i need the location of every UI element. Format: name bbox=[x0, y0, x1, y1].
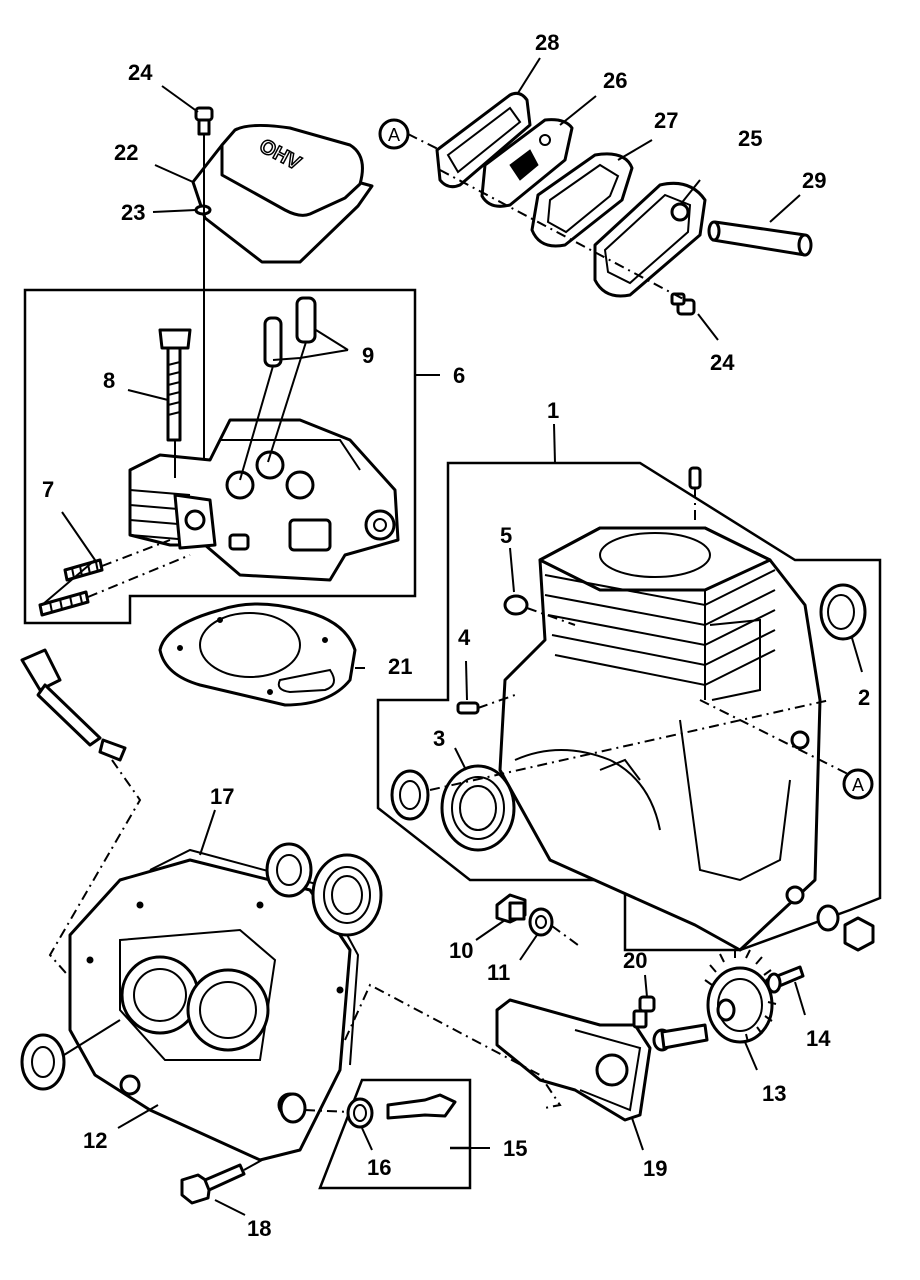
callout-5: 5 bbox=[500, 523, 512, 548]
breather-reed-26 bbox=[480, 118, 574, 208]
callout-24b: 24 bbox=[710, 350, 735, 375]
governor-axis bbox=[304, 1109, 351, 1113]
callout-10: 10 bbox=[449, 938, 473, 963]
callout-15: 15 bbox=[503, 1136, 527, 1161]
gear-13 bbox=[704, 949, 777, 1044]
oil-seal-3b bbox=[390, 769, 430, 821]
callout-16: 16 bbox=[367, 1155, 391, 1180]
oil-seal-left bbox=[20, 1033, 66, 1091]
callout-4: 4 bbox=[458, 625, 471, 650]
callout-2: 2 bbox=[858, 685, 870, 710]
dipstick-axis bbox=[48, 759, 142, 981]
breather-axis bbox=[439, 169, 686, 301]
bolt-20 bbox=[632, 995, 656, 1029]
stud-axis-2 bbox=[87, 554, 191, 598]
seal-left-axis bbox=[63, 1019, 121, 1056]
leader-lines bbox=[41, 57, 863, 1216]
callout-12: 12 bbox=[83, 1128, 107, 1153]
callout-8: 8 bbox=[103, 368, 115, 393]
gear-shaft bbox=[652, 1023, 709, 1052]
callout-18: 18 bbox=[247, 1216, 271, 1241]
cylinder-head bbox=[128, 418, 400, 582]
bolt-24-top bbox=[194, 106, 214, 136]
governor-sleeve bbox=[279, 1092, 307, 1124]
guide-axis-1 bbox=[239, 365, 274, 481]
callouts: 1 2 3 4 5 6 7 8 9 10 11 12 13 14 15 16 1… bbox=[42, 30, 870, 1241]
ref-mark-a2: A bbox=[842, 768, 874, 800]
retaining-ring-16 bbox=[346, 1097, 374, 1129]
callout-17: 17 bbox=[210, 784, 234, 809]
callout-11: 11 bbox=[487, 960, 510, 985]
callout-1: 1 bbox=[547, 398, 559, 423]
pin-4-axis bbox=[477, 694, 516, 709]
callout-24a: 24 bbox=[128, 60, 153, 85]
callout-9: 9 bbox=[362, 343, 374, 368]
pin-1-top bbox=[688, 466, 702, 490]
head-gasket-21 bbox=[158, 602, 357, 707]
drain-plug-10 bbox=[495, 893, 527, 924]
callout-14: 14 bbox=[806, 1026, 831, 1051]
dowel-5 bbox=[503, 594, 529, 616]
callout-23: 23 bbox=[121, 200, 145, 225]
drain-plug-right bbox=[816, 904, 875, 952]
callout-26: 26 bbox=[603, 68, 627, 93]
guide-axis-2 bbox=[267, 341, 307, 463]
plate-axis bbox=[344, 983, 562, 1109]
bolt-18-axis bbox=[243, 1159, 263, 1171]
studs-7 bbox=[38, 558, 104, 617]
pin-14 bbox=[765, 965, 805, 994]
governor-group-box bbox=[318, 1078, 472, 1190]
callout-27: 27 bbox=[654, 108, 678, 133]
oil-seal-2 bbox=[819, 583, 867, 641]
pin-4 bbox=[456, 701, 480, 715]
callout-25: 25 bbox=[738, 126, 762, 151]
crankcase-cover-12 bbox=[68, 858, 352, 1162]
breather-gasket-27 bbox=[530, 152, 634, 248]
callout-7: 7 bbox=[42, 477, 54, 502]
governor-shaft bbox=[386, 1093, 457, 1120]
breather-gasket-28 bbox=[435, 91, 532, 189]
ref-mark-a1: A bbox=[378, 118, 410, 150]
callout-22: 22 bbox=[114, 140, 138, 165]
stud-axis-1 bbox=[101, 539, 171, 567]
ref-mark-a1-text: A bbox=[388, 125, 400, 145]
ref-mark-a2-text: A bbox=[852, 775, 864, 795]
crankshaft-axis bbox=[429, 699, 831, 791]
valve-cover: OHV bbox=[191, 123, 374, 264]
callout-28: 28 bbox=[535, 30, 559, 55]
ref-a-axis bbox=[699, 699, 861, 781]
dowel-5-axis bbox=[526, 607, 576, 626]
callout-13: 13 bbox=[762, 1081, 786, 1106]
bearing-cover-large bbox=[311, 853, 383, 937]
plate-19 bbox=[495, 998, 652, 1122]
ref-a1-axis bbox=[407, 133, 441, 151]
cylinder-block-group-box bbox=[376, 461, 882, 952]
bolt-18 bbox=[180, 1163, 246, 1205]
drain-axis bbox=[551, 925, 579, 946]
callout-21: 21 bbox=[388, 654, 412, 679]
callout-20: 20 bbox=[623, 948, 647, 973]
dipstick bbox=[20, 648, 127, 762]
callout-6: 6 bbox=[453, 363, 465, 388]
callout-29: 29 bbox=[802, 168, 826, 193]
breather-tube-29 bbox=[707, 220, 813, 257]
bolt-24-breather bbox=[670, 292, 696, 316]
washer-11 bbox=[528, 907, 554, 937]
callout-19: 19 bbox=[643, 1156, 667, 1181]
callout-3: 3 bbox=[433, 726, 445, 751]
bearing-3 bbox=[440, 764, 516, 852]
head-bolt-8 bbox=[158, 328, 192, 442]
bearing-cover-small bbox=[265, 842, 313, 898]
cylinder-head-group-box bbox=[23, 288, 417, 625]
